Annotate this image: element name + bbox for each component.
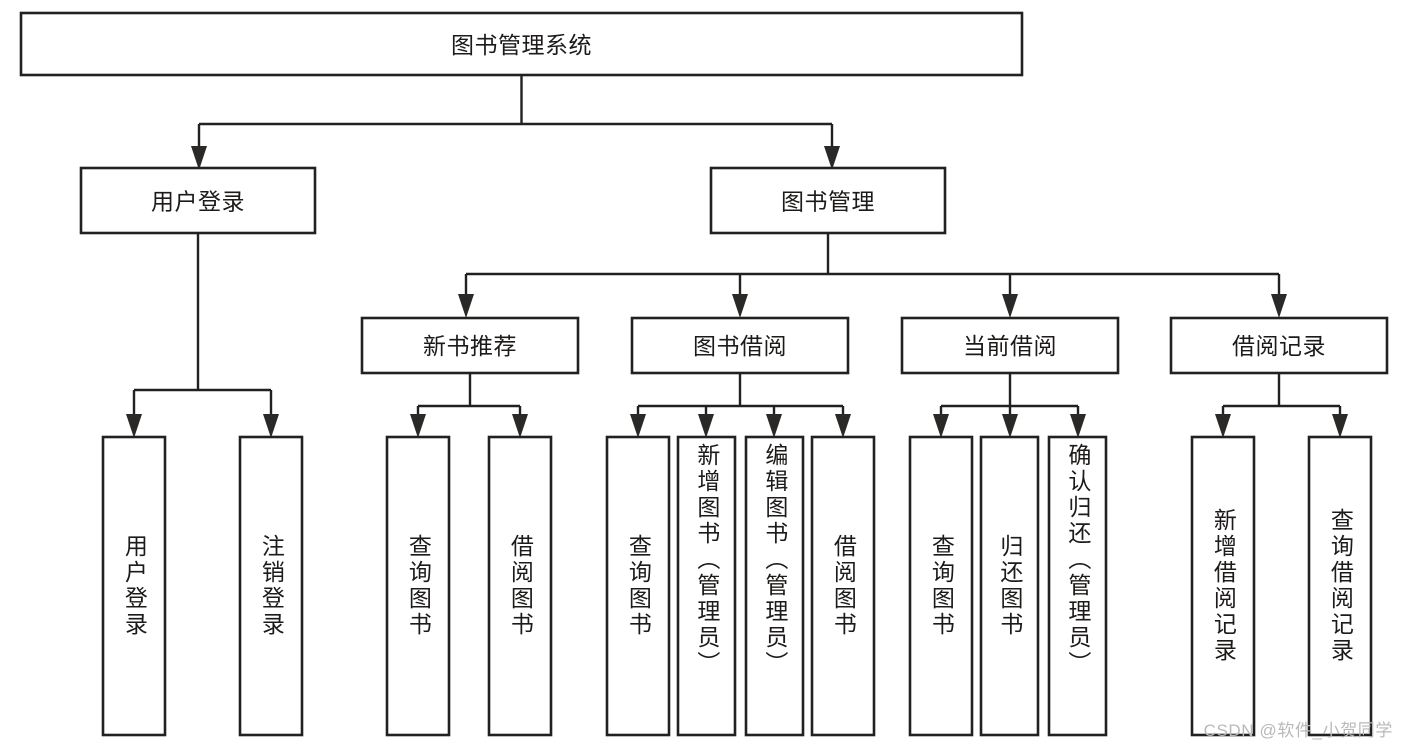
node-book-manage-box[interactable]	[709, 166, 947, 235]
node-new-book-box[interactable]	[360, 316, 580, 375]
node-root[interactable]: 图书管理系统	[19, 11, 1024, 77]
arrow-to-borrow	[732, 294, 748, 318]
node-leaf-bw-borrow-box[interactable]	[810, 435, 876, 737]
watermark-text: CSDN @软件_小贺同学	[1203, 721, 1393, 740]
node-leaf-cur-return-box[interactable]	[979, 435, 1040, 737]
node-layer: 图书管理系统 用户登录 图书管理 新书推荐 图书借阅	[19, 11, 1389, 737]
arrow-to-record	[1271, 294, 1287, 318]
arrow-to-leaf-cur-confirm	[1070, 414, 1086, 438]
arrow-to-leaf-cur-return	[1002, 414, 1018, 438]
edge-borrow-to-leaves	[636, 373, 845, 428]
node-root-label: 图书管理系统	[451, 32, 592, 58]
arrow-to-leaf-bw-edit	[766, 414, 782, 438]
node-record[interactable]: 借阅记录	[1169, 316, 1389, 375]
edge-bookmanage-to-level2	[464, 233, 1281, 308]
node-leaf-user-logout-box[interactable]	[238, 435, 304, 737]
arrow-to-leaf-cur-query	[933, 414, 949, 438]
node-current-box[interactable]	[900, 316, 1120, 375]
edge-newbook-to-leaves	[416, 373, 522, 428]
arrow-to-book-manage	[824, 146, 840, 170]
node-borrow-label: 图书借阅	[693, 333, 787, 359]
arrow-to-leaf-bw-borrow	[835, 414, 851, 438]
arrow-to-leaf-rec-query	[1332, 414, 1348, 438]
node-leaf-bw-add-box[interactable]	[676, 435, 737, 737]
node-user-login-box[interactable]	[79, 166, 317, 235]
node-leaf-rec-query-box[interactable]	[1307, 435, 1373, 737]
node-record-label: 借阅记录	[1232, 333, 1326, 359]
node-new-book-label: 新书推荐	[423, 333, 517, 359]
node-leaf-nb-borrow-box[interactable]	[487, 435, 553, 737]
node-current[interactable]: 当前借阅	[900, 316, 1120, 375]
edge-userlogin-to-leaves	[132, 233, 273, 428]
node-borrow-box[interactable]	[630, 316, 850, 375]
node-root-box[interactable]	[19, 11, 1024, 77]
node-leaf-cur-query-box[interactable]	[908, 435, 974, 737]
node-leaf-cur-confirm-box[interactable]	[1047, 435, 1108, 737]
node-book-manage-label: 图书管理	[781, 189, 875, 215]
arrow-to-current	[1002, 294, 1018, 318]
node-leaf-bw-edit-box[interactable]	[744, 435, 805, 737]
node-user-login[interactable]: 用户登录	[79, 166, 317, 235]
node-leaf-rec-add-box[interactable]	[1190, 435, 1256, 737]
edge-record-to-leaves	[1221, 373, 1342, 428]
arrow-to-new-book	[458, 294, 474, 318]
node-user-login-label: 用户登录	[151, 189, 245, 215]
arrow-to-user-login	[191, 146, 207, 170]
arrow-to-leaf-rec-add	[1215, 414, 1231, 438]
node-leaf-user-login-box[interactable]	[101, 435, 167, 737]
node-current-label: 当前借阅	[963, 333, 1057, 359]
node-book-manage[interactable]: 图书管理	[709, 166, 947, 235]
node-leaf-nb-query-box[interactable]	[385, 435, 451, 737]
node-new-book[interactable]: 新书推荐	[360, 316, 580, 375]
node-record-box[interactable]	[1169, 316, 1389, 375]
arrow-to-leaf-user-logout	[263, 414, 279, 438]
arrow-to-leaf-nb-borrow	[512, 414, 528, 438]
arrow-to-leaf-user-login	[126, 414, 142, 438]
arrow-to-leaf-nb-query	[410, 414, 426, 438]
node-borrow[interactable]: 图书借阅	[630, 316, 850, 375]
connector-layer	[126, 76, 1348, 438]
arrow-to-leaf-bw-add	[698, 414, 714, 438]
arrow-to-leaf-bw-query	[630, 414, 646, 438]
node-leaf-bw-query-box[interactable]	[605, 435, 671, 737]
edge-root-to-level1	[197, 76, 834, 160]
